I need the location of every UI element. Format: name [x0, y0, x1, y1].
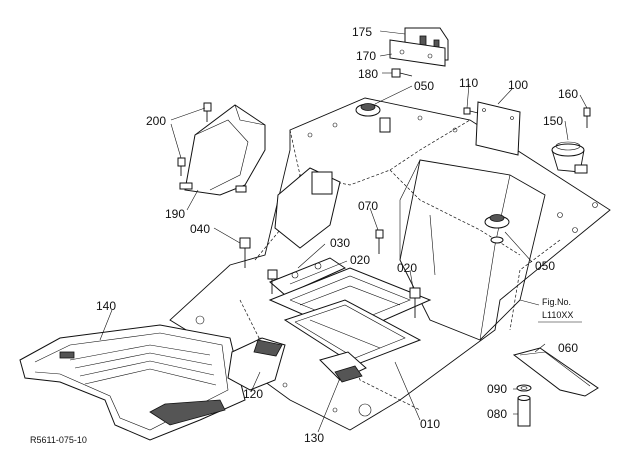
bracket-120	[227, 337, 286, 391]
washer-090	[516, 384, 532, 392]
plate-030	[269, 257, 347, 296]
bolt-110	[463, 107, 479, 115]
bolt-020-right	[409, 287, 421, 318]
label-080: 080	[487, 407, 507, 421]
part-labels: 175 170 180 050 110 100 160 150 200 190 …	[96, 25, 578, 445]
label-050-lower: 050	[535, 259, 555, 273]
label-070: 070	[358, 199, 378, 213]
figure-number-box: Fig.No. L110XX	[538, 297, 582, 323]
label-030: 030	[330, 236, 350, 250]
label-130: 130	[304, 431, 324, 445]
bracket-170	[389, 39, 446, 67]
label-040: 040	[190, 222, 210, 236]
label-020-right: 020	[397, 261, 417, 275]
label-150: 150	[543, 114, 563, 128]
label-120: 120	[243, 387, 263, 401]
cup-holder-150	[551, 141, 588, 174]
grommet-050-lower	[484, 214, 510, 244]
bolt-020-left	[267, 269, 278, 294]
bolt-040	[239, 237, 251, 268]
leader-lines	[99, 30, 588, 433]
cover-060	[512, 347, 599, 397]
bolt-180	[391, 68, 413, 78]
step-plate-010	[283, 299, 422, 366]
label-110: 110	[459, 76, 478, 90]
cover-190	[179, 104, 266, 196]
pin-080	[517, 395, 531, 427]
drawing-code: R5611-075-10	[30, 435, 87, 445]
label-020-left: 020	[350, 253, 370, 267]
label-060: 060	[558, 341, 578, 355]
label-200: 200	[146, 114, 166, 128]
label-160: 160	[558, 87, 578, 101]
label-090: 090	[487, 382, 507, 396]
label-100: 100	[508, 78, 528, 92]
fig-number: L110XX	[542, 310, 573, 320]
label-010: 010	[420, 417, 440, 431]
mat-ribs	[69, 344, 217, 386]
label-170: 170	[356, 49, 376, 63]
bolt-070	[375, 229, 384, 254]
bolts-200	[177, 102, 212, 176]
grommet-050-upper	[355, 103, 391, 133]
label-180: 180	[358, 67, 378, 81]
plate-100	[475, 101, 521, 156]
bolt-160	[583, 107, 591, 128]
label-190: 190	[165, 207, 185, 221]
stopper-130	[319, 351, 367, 383]
fig-label: Fig.No.	[542, 297, 571, 307]
label-050-upper: 050	[414, 79, 434, 93]
label-140: 140	[96, 299, 116, 313]
floor-mat-140	[19, 324, 246, 441]
label-175: 175	[352, 25, 372, 39]
pedal-bracket	[274, 167, 341, 249]
